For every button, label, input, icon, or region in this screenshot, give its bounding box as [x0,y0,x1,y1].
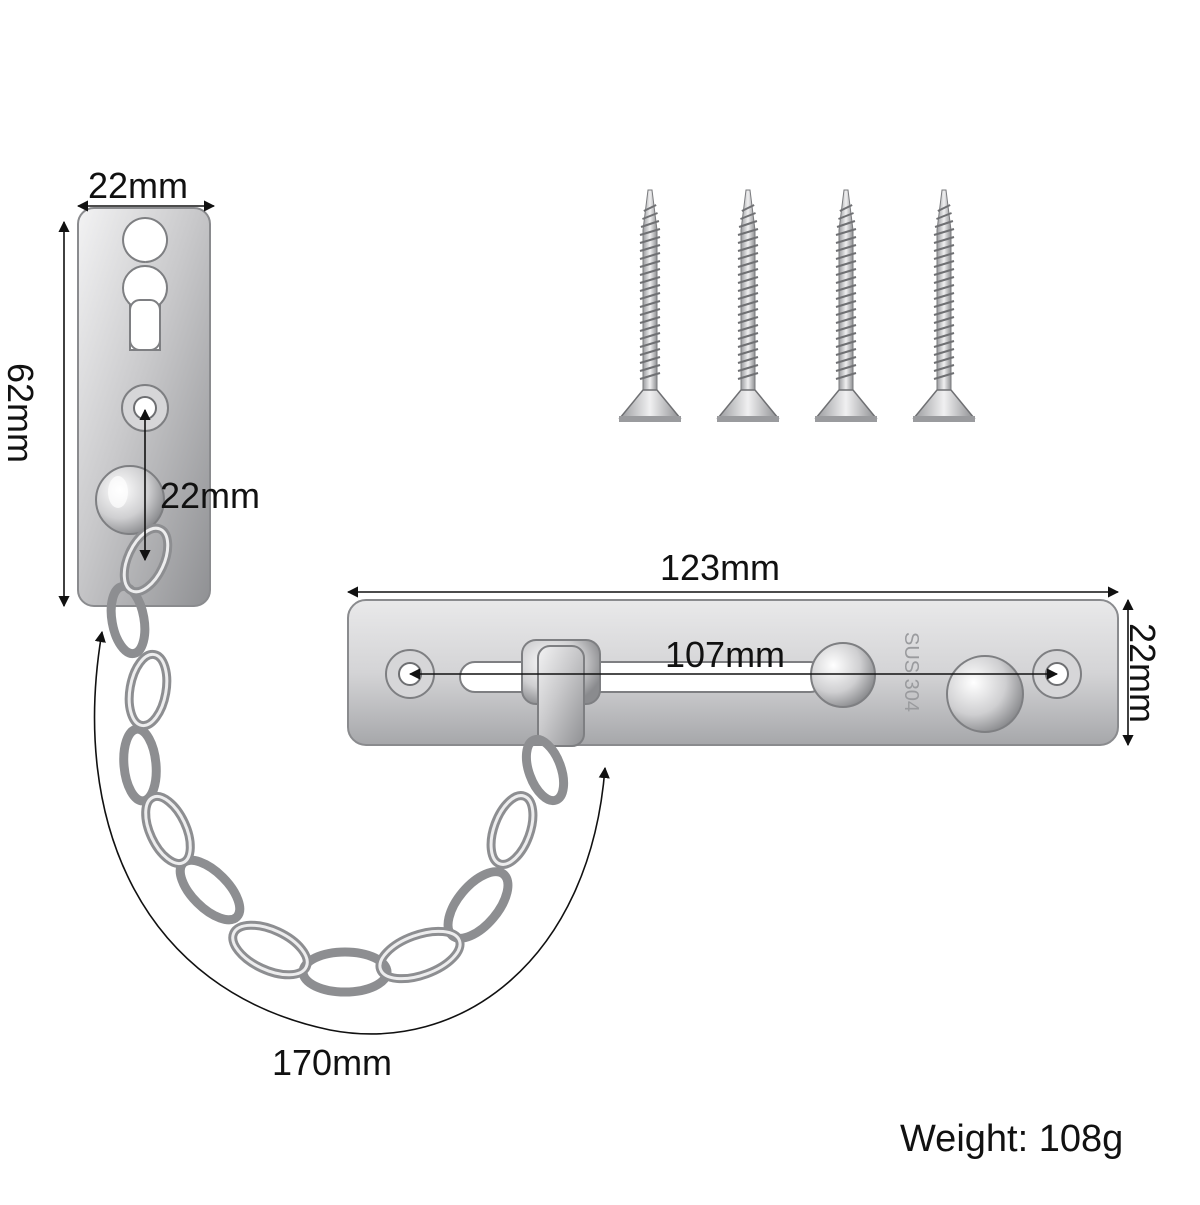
dimension-lines [58,200,1134,1035]
screw [716,189,780,422]
screw [912,189,976,422]
top-height-label: 62mm [0,362,42,464]
screw [814,189,878,422]
chain-length-label: 170mm [272,1042,393,1083]
top-width-label: 22mm [88,165,189,206]
screws [618,189,976,422]
hole-spacing-label: 22mm [160,475,261,516]
weight-label: Weight: 108g [900,1118,1124,1160]
screw [618,189,682,422]
engraving-text: SUS 304 [900,632,922,712]
slide-height-label: 22mm [1122,622,1164,724]
mount-plate [77,207,211,607]
slide-hole-spacing-label: 107mm [665,634,786,675]
slide-length-label: 123mm [660,547,781,588]
